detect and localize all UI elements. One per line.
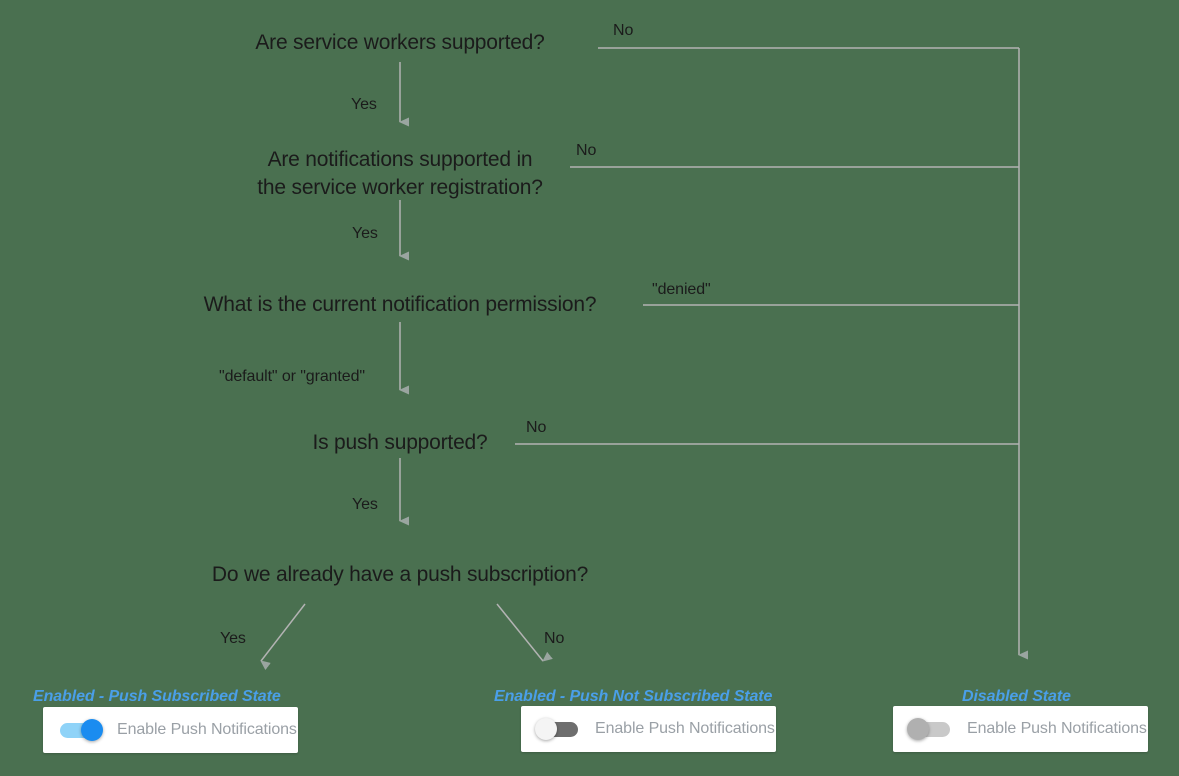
toggle-card-push-not-subscribed[interactable]: Enable Push Notifications [521, 706, 776, 752]
toggle-knob [907, 718, 929, 740]
state-label-push-subscribed: Enabled - Push Subscribed State [33, 688, 281, 705]
edge-label-yes-2: Yes [352, 225, 378, 242]
edge-label-default-or-granted: "default" or "granted" [219, 368, 365, 385]
edge-label-denied: "denied" [652, 281, 711, 298]
edge-label-no-1: No [613, 22, 634, 39]
toggle-label-disabled: Enable Push Notifications [967, 720, 1147, 737]
toggle-knob [535, 718, 557, 740]
node-notifications-supported-line1: Are notifications supported in [267, 148, 533, 171]
toggle-card-push-subscribed[interactable]: Enable Push Notifications [43, 707, 298, 753]
toggle-label-push-subscribed: Enable Push Notifications [117, 721, 297, 738]
edge-label-no-4: No [544, 630, 565, 647]
edge-label-no-2: No [576, 142, 597, 159]
push-toggle-switch-disabled [907, 717, 953, 741]
edge-label-yes-1: Yes [351, 96, 377, 113]
node-service-workers-supported: Are service workers supported? [255, 31, 545, 54]
push-toggle-switch-off[interactable] [535, 717, 581, 741]
edge-label-no-3: No [526, 419, 547, 436]
node-have-push-subscription: Do we already have a push subscription? [211, 563, 589, 586]
state-label-push-not-subscribed: Enabled - Push Not Subscribed State [494, 688, 773, 705]
node-notifications-supported-line2: the service worker registration? [257, 176, 543, 199]
toggle-label-push-not-subscribed: Enable Push Notifications [595, 720, 775, 737]
toggle-card-disabled: Enable Push Notifications [893, 706, 1148, 752]
push-toggle-switch-on[interactable] [57, 718, 103, 742]
state-label-disabled: Disabled State [962, 688, 1071, 705]
edge-label-yes-3: Yes [352, 496, 378, 513]
edge-label-yes-4: Yes [220, 630, 246, 647]
toggle-knob [81, 719, 103, 741]
node-current-permission: What is the current notification permiss… [203, 293, 597, 316]
node-notifications-supported: Are notifications supported in the servi… [100, 146, 700, 202]
node-push-supported: Is push supported? [312, 431, 488, 454]
